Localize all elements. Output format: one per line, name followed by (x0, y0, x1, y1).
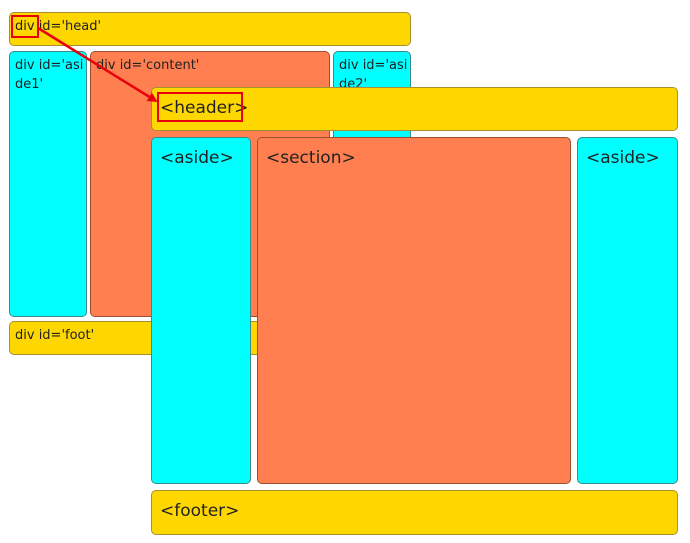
new-footer-element: <footer> (151, 490, 678, 535)
old-div-highlight-box (11, 15, 39, 38)
new-footer-label: <footer> (160, 501, 240, 521)
new-header-highlight-box (157, 92, 243, 122)
old-aside1-label: div id='aside1' (15, 58, 84, 92)
new-section-label: <section> (266, 148, 356, 168)
new-aside-right-label: <aside> (586, 148, 660, 168)
old-content-label: div id='content' (96, 58, 200, 73)
old-head-label: div id='head' (15, 19, 102, 34)
arrow-line (37, 26, 158, 103)
new-aside-left-element: <aside> (151, 137, 251, 484)
new-aside-right-element: <aside> (577, 137, 678, 484)
new-header-element: <header> (151, 87, 678, 131)
new-aside-left-label: <aside> (160, 148, 234, 168)
old-head-div: div id='head' (9, 12, 411, 46)
old-aside1-div: div id='aside1' (9, 51, 87, 317)
old-foot-label: div id='foot' (15, 328, 95, 343)
new-section-element: <section> (257, 137, 571, 484)
new-header-label: <header> (160, 98, 249, 118)
